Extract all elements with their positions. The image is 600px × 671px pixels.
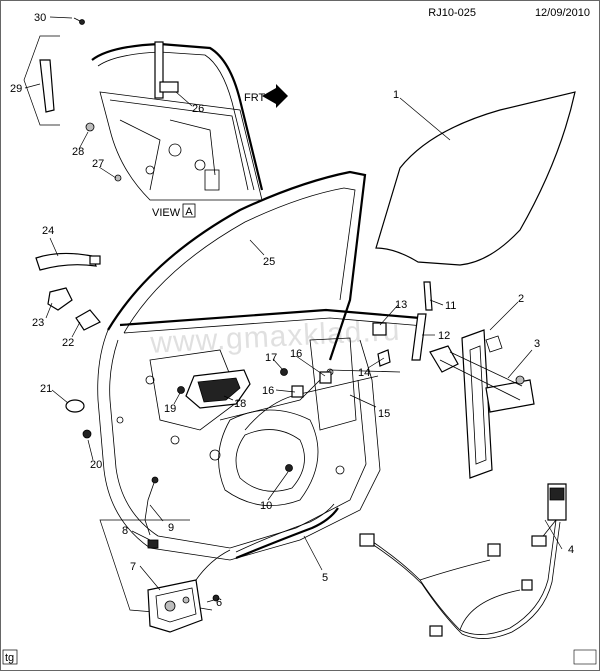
corner-tag-box: [2, 649, 18, 665]
rod-clip-16-lower: [291, 385, 304, 398]
callout-10: 10: [260, 500, 272, 512]
callout-12: 12: [438, 330, 450, 342]
callout-28: 28: [72, 146, 84, 158]
callout-26: 26: [192, 103, 204, 115]
callout-16-lower: 16: [262, 385, 274, 397]
handle-cap-22: [75, 309, 101, 331]
front-direction-arrow: FRT: [244, 84, 288, 108]
callout-19: 19: [164, 403, 176, 415]
lock-rod: [219, 369, 401, 421]
callout-23: 23: [32, 317, 44, 329]
callout-3: 3: [534, 338, 540, 350]
handle-bezel-23: [47, 287, 73, 311]
callout-24: 24: [42, 225, 54, 237]
handle-fastener-19: [177, 386, 185, 394]
callout-17: 17: [265, 352, 277, 364]
callout-30: 30: [34, 12, 46, 24]
callout-8: 8: [122, 525, 128, 537]
view-label-letter: A: [185, 206, 193, 218]
callout-27: 27: [92, 158, 104, 170]
callout-25: 25: [263, 256, 275, 268]
handle-housing: [185, 369, 251, 409]
callout-16-upper: 16: [290, 348, 302, 360]
leader-lines: [24, 16, 563, 603]
callout-7: 7: [130, 561, 136, 573]
callout-13: 13: [395, 299, 407, 311]
window-guide-seal: [411, 313, 427, 361]
latch-inset: [99, 476, 231, 633]
access-plug-21: [65, 399, 85, 413]
callout-21: 21: [40, 383, 52, 395]
door-wiring-harness: [359, 483, 567, 639]
window-regulator: [429, 329, 535, 479]
rod-clip-17: [280, 368, 288, 376]
corner-mark: [573, 649, 597, 665]
callout-9: 9: [168, 522, 174, 534]
view-label-prefix: VIEW: [152, 207, 181, 219]
callout-29: 29: [10, 83, 22, 95]
callout-2: 2: [518, 293, 524, 305]
corner-tag: tg: [5, 652, 14, 664]
view-letter-box: [182, 203, 196, 218]
window-glass: [375, 91, 576, 266]
window-rear-channel: [423, 281, 433, 311]
callout-1: 1: [393, 89, 399, 101]
callout-20: 20: [90, 459, 102, 471]
callout-14: 14: [358, 367, 370, 379]
callout-5: 5: [322, 572, 328, 584]
drain-plug-20: [82, 429, 92, 439]
document-id: RJ10-025: [428, 7, 476, 19]
callout-numbers: 1 2 3 4 5 6 7 8 9 10 11 12 13 14 15 16 1…: [10, 12, 574, 609]
callout-15: 15: [378, 408, 390, 420]
outside-handle-24: [35, 252, 101, 271]
callout-6: 6: [216, 597, 222, 609]
front-direction-label: FRT: [244, 92, 265, 104]
rod-clip-13: [372, 322, 387, 336]
callout-22: 22: [62, 337, 74, 349]
door-latch: [147, 579, 203, 633]
view-a-detail: [23, 17, 264, 201]
speaker-nut-10: [285, 464, 293, 472]
callout-18: 18: [234, 398, 246, 410]
lock-cable: [235, 507, 339, 560]
callout-11: 11: [445, 300, 456, 312]
document-date: 12/09/2010: [535, 7, 590, 19]
rod-clip-16-upper: [319, 371, 332, 384]
callout-4: 4: [568, 544, 574, 556]
